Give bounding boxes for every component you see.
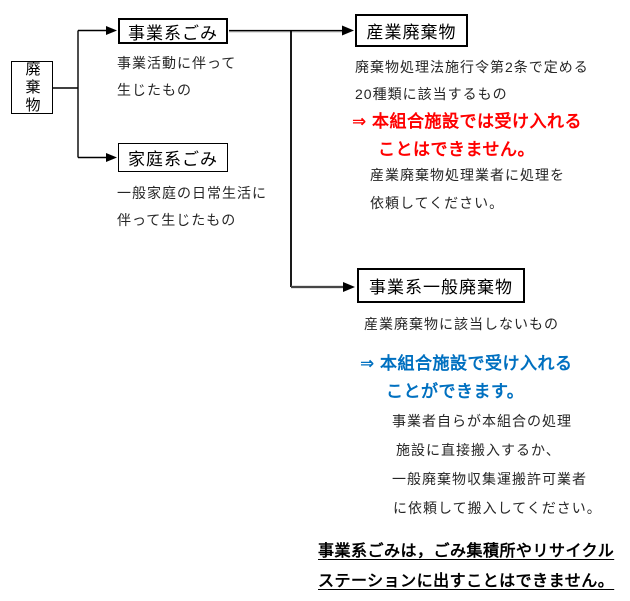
industrial-waste-description-line2: 20種類に該当するもの: [355, 86, 508, 102]
node-industrial-waste-label: 産業廃棄物: [366, 23, 457, 42]
business-general-description: 産業廃棄物に該当しないもの: [364, 311, 559, 338]
industrial-waste-verdict-rejected: ⇒ 本組合施設では受け入れる ことはできません。: [352, 108, 582, 164]
business-general-action-line4: に依頼して搬入してください。: [393, 500, 602, 516]
node-household-waste: 家庭系ごみ: [118, 143, 228, 172]
industrial-waste-action: 産業廃棄物処理業者に処理を 依頼してください。: [370, 161, 565, 217]
arrowhead-business: [106, 26, 117, 35]
business-waste-description: 事業活動に伴って 生じたもの: [117, 50, 236, 104]
industrial-waste-action-line1: 産業廃棄物処理業者に処理を: [370, 167, 565, 183]
node-business-general-waste: 事業系一般廃棄物: [357, 268, 525, 303]
business-general-description-line1: 産業廃棄物に該当しないもの: [364, 316, 559, 332]
business-waste-description-line1: 事業活動に伴って: [117, 55, 237, 71]
industrial-waste-description: 廃棄物処理法施行令第2条で定める 20種類に該当するもの: [355, 54, 589, 108]
node-household-waste-label: 家庭系ごみ: [128, 150, 218, 169]
business-waste-description-line2: 生じたもの: [117, 82, 192, 98]
business-general-verdict-accepted: ⇒ 本組合施設で受け入れる ことができます。: [360, 350, 572, 406]
business-general-action-line3: 一般廃棄物収集運搬許可業者: [392, 471, 587, 487]
node-business-waste: 事業系ごみ: [118, 18, 228, 44]
node-waste-root: 廃棄物: [11, 60, 53, 115]
household-waste-description-line2: 伴って生じたもの: [117, 212, 237, 228]
footnote-line1: 事業系ごみは，ごみ集積所やリサイクル: [318, 543, 615, 560]
industrial-waste-verdict-line1: ⇒ 本組合施設では受け入れる: [352, 112, 582, 131]
household-waste-description-line1: 一般家庭の日常生活に: [117, 185, 267, 201]
industrial-waste-verdict-line2: ことはできません。: [378, 140, 535, 159]
business-general-action-line2: 施設に直接搬入するか、: [396, 442, 561, 458]
industrial-waste-description-line1: 廃棄物処理法施行令第2条で定める: [355, 59, 589, 75]
node-business-general-waste-label: 事業系一般廃棄物: [369, 278, 513, 297]
business-general-verdict-line1: ⇒ 本組合施設で受け入れる: [360, 354, 573, 373]
node-business-waste-label: 事業系ごみ: [128, 23, 218, 43]
node-waste-root-label: 廃棄物: [23, 60, 41, 115]
footnote: 事業系ごみは，ごみ集積所やリサイクル ステーションに出すことはできません。: [318, 537, 614, 597]
arrowhead-business-general: [343, 282, 355, 292]
household-waste-description: 一般家庭の日常生活に 伴って生じたもの: [117, 180, 267, 234]
arrowhead-household: [106, 153, 117, 162]
industrial-waste-action-line2: 依頼してください。: [370, 195, 505, 211]
arrowhead-industrial: [342, 25, 354, 36]
footnote-line2: ステーションに出すことはできません。: [318, 573, 615, 590]
business-general-verdict-line2: ことができます。: [386, 382, 525, 401]
business-general-action-line1: 事業者自らが本組合の処理: [392, 413, 572, 429]
business-general-action: 事業者自らが本組合の処理 施設に直接搬入するか、 一般廃棄物収集運搬許可業者 に…: [392, 407, 602, 523]
node-industrial-waste: 産業廃棄物: [355, 14, 468, 47]
